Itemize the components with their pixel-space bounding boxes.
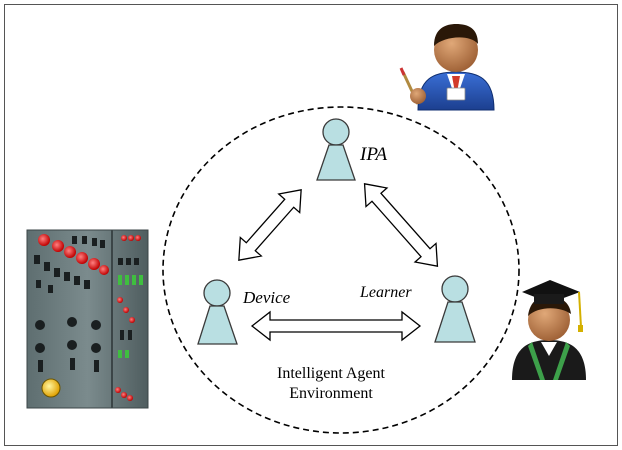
graduate-avatar-icon (512, 280, 586, 380)
agent-device (197, 279, 238, 345)
learner-label: Learner (360, 284, 412, 301)
control-panel-image (26, 229, 149, 409)
teacher-avatar-icon (399, 24, 495, 111)
environment-label-line2: Environment (289, 385, 373, 402)
environment-circle (162, 106, 520, 434)
arrow-device-learner (250, 310, 422, 342)
arrow-ipa-device (238, 189, 302, 261)
ipa-label: IPA (360, 144, 388, 165)
device-label: Device (243, 288, 291, 307)
environment-label: Intelligent Agent Environment (255, 364, 407, 404)
environment-label-line1: Intelligent Agent (277, 365, 385, 382)
agent-ipa (316, 118, 356, 181)
agent-learner (434, 275, 476, 343)
arrow-ipa-learner (363, 183, 439, 267)
